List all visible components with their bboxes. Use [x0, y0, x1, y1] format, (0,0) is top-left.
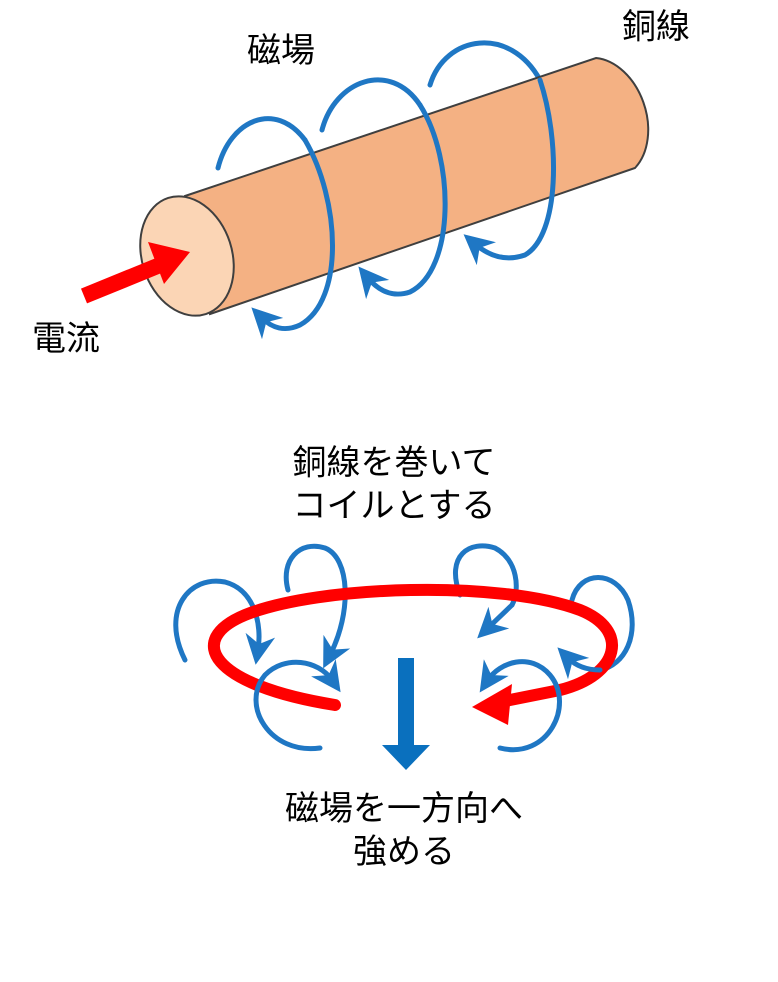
- magnetic-field-label: 磁場: [247, 31, 315, 71]
- current-label: 電流: [32, 319, 100, 359]
- copper-wire-body: [183, 56, 650, 316]
- field-loop-2-front: [358, 102, 448, 300]
- coil-caption: 銅線を巻いて コイルとする: [293, 442, 496, 527]
- field-loop-2-back: [319, 77, 423, 133]
- coil-caption-line-2: コイルとする: [292, 485, 496, 526]
- copper-wire-label: 銅線: [622, 7, 690, 47]
- coil-loop-4-tip: [557, 647, 603, 680]
- copper-wire: [139, 56, 650, 317]
- current-arrow: [80, 242, 190, 304]
- field-loop-1-back: [215, 116, 308, 171]
- coil-loop-6: [479, 659, 562, 753]
- coil-loop-4: [569, 575, 635, 673]
- coil-caption-line-1: 銅線を巻いて: [292, 443, 496, 483]
- field-loop-1-front: [251, 137, 335, 340]
- coil-loop-2: [283, 543, 351, 669]
- coil-loop-5: [253, 659, 341, 752]
- field-strength-caption-line-1: 磁場を一方向へ: [285, 789, 523, 829]
- field-loops-front: [251, 77, 556, 340]
- coil-field-loops-front: [253, 602, 603, 753]
- field-loop-3-front: [463, 77, 556, 266]
- coil-field-loops-back: [173, 543, 635, 673]
- field-direction-arrow: [382, 658, 430, 770]
- coil-ring-arrowhead: [472, 684, 512, 725]
- coil-ring: [208, 583, 618, 725]
- field-strength-caption: 磁場を一方向へ 強める: [285, 788, 523, 873]
- coil-loop-3: [452, 543, 519, 608]
- coil-ring-left: [208, 583, 618, 711]
- field-loops-back: [215, 40, 543, 171]
- field-loop-3-back: [427, 40, 543, 88]
- field-strength-caption-line-2: 強める: [353, 831, 455, 872]
- coil-loop-1: [173, 578, 276, 665]
- coil-loop-3-tip: [477, 602, 515, 639]
